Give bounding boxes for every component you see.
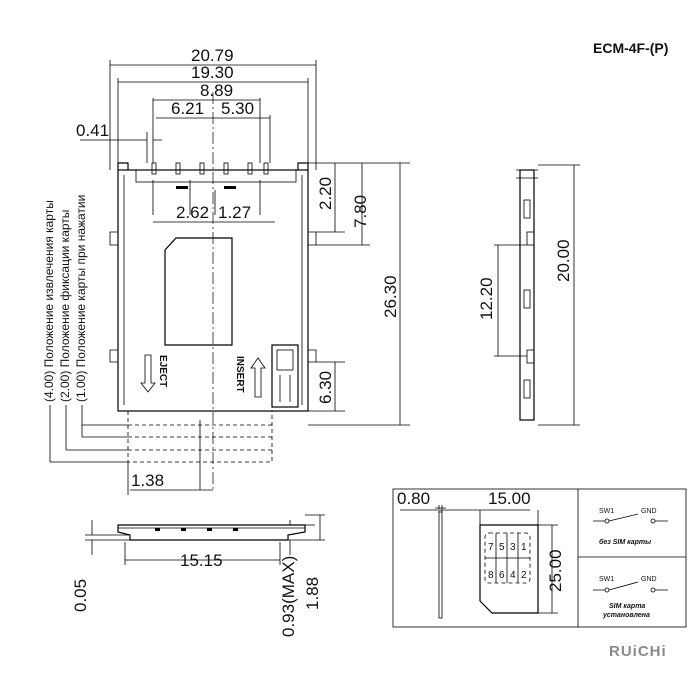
inner-rails [123, 175, 303, 405]
dim-side-length: 15.15 [180, 551, 223, 570]
sim-contacts [484, 532, 531, 584]
pin-5: 5 [499, 542, 505, 553]
position-legend [49, 405, 128, 463]
pin-6: 6 [499, 570, 505, 581]
model-number: ECM-4F-(P) [593, 40, 668, 56]
dim-right-offset: 5.30 [221, 99, 254, 118]
right-view [494, 164, 580, 426]
dim-sim-height: 25.00 [546, 549, 565, 592]
sim-side-profile [438, 511, 443, 619]
position-push: (1.00) Положение карты при нажатии [74, 195, 88, 402]
pin-2: 2 [521, 570, 527, 581]
pin-1: 1 [521, 542, 527, 553]
switch-closed-diagram [593, 581, 668, 593]
dim-bottom-offset: 6.30 [316, 371, 335, 404]
side-view [85, 514, 325, 565]
card-window [164, 237, 233, 346]
side-body [117, 524, 306, 541]
position-eject: (4.00) Положение извлечения карты [42, 200, 56, 402]
dim-top-b: 7.80 [351, 195, 370, 228]
dim-inner-width: 19.30 [191, 63, 234, 82]
insert-arrow-icon [250, 357, 266, 398]
dim-overall-width: 20.79 [191, 46, 234, 65]
position-lock: (2.00) Положение фиксации карты [58, 210, 72, 402]
switch-closed-caption-1: SIM карта [609, 603, 645, 610]
brand-logo: RUiCHi [609, 643, 667, 660]
switch-open-diagram [593, 513, 668, 524]
pin-4: 4 [510, 570, 516, 581]
switch-open-sw1: SW1 [599, 508, 614, 515]
detect-switch [271, 344, 299, 408]
insert-label: INSERT [234, 356, 245, 393]
dim-side-gap: 0.05 [71, 579, 90, 612]
dim-pitch-right: 1.27 [218, 203, 251, 222]
eject-label: EJECT [157, 355, 168, 387]
eject-arrow-icon [140, 354, 156, 393]
dim-bottom-left: 1.38 [131, 471, 164, 490]
switch-open-caption: без SIM карты [599, 538, 651, 546]
pin-7: 7 [488, 542, 494, 553]
dim-side-height: 1.88 [303, 577, 322, 610]
contact-pads [176, 186, 236, 189]
side-pins [155, 528, 238, 531]
dim-top-a: 2.20 [316, 177, 335, 210]
dim-sim-width: 15.00 [488, 489, 531, 508]
switch-closed-gnd: GND [641, 576, 657, 583]
top-rail [117, 162, 309, 170]
contact-pins [151, 162, 269, 175]
right-body [519, 169, 535, 421]
switch-closed-sw1: SW1 [599, 576, 614, 583]
top-view: EJECT INSERT [42, 46, 410, 495]
pin-3: 3 [510, 542, 516, 553]
right-dimensions [308, 162, 410, 426]
top-dimensions [80, 60, 317, 495]
dim-pitch-left: 2.62 [176, 203, 209, 222]
switch-open-gnd: GND [641, 508, 657, 515]
dim-side-thickness: 0.93(MAX) [279, 556, 298, 637]
dim-contact-span: 8.89 [200, 81, 233, 100]
contact-frame [135, 169, 297, 183]
pitch-extensions [152, 180, 261, 215]
dim-left-offset: 6.21 [171, 99, 204, 118]
dim-overall-height: 26.30 [381, 275, 400, 318]
side-tabs [109, 231, 317, 363]
dim-sim-thickness: 0.80 [397, 489, 430, 508]
pin-8: 8 [488, 570, 494, 581]
dim-side-offset: 0.41 [76, 121, 109, 140]
dim-right-outer: 20.00 [554, 239, 573, 282]
switch-closed-caption-2: установлена [602, 612, 650, 619]
sim-card-panel [392, 488, 687, 628]
dim-right-inner: 12.20 [477, 277, 496, 320]
sim-card-outline [479, 524, 539, 614]
sim-panel-frame [392, 488, 687, 628]
